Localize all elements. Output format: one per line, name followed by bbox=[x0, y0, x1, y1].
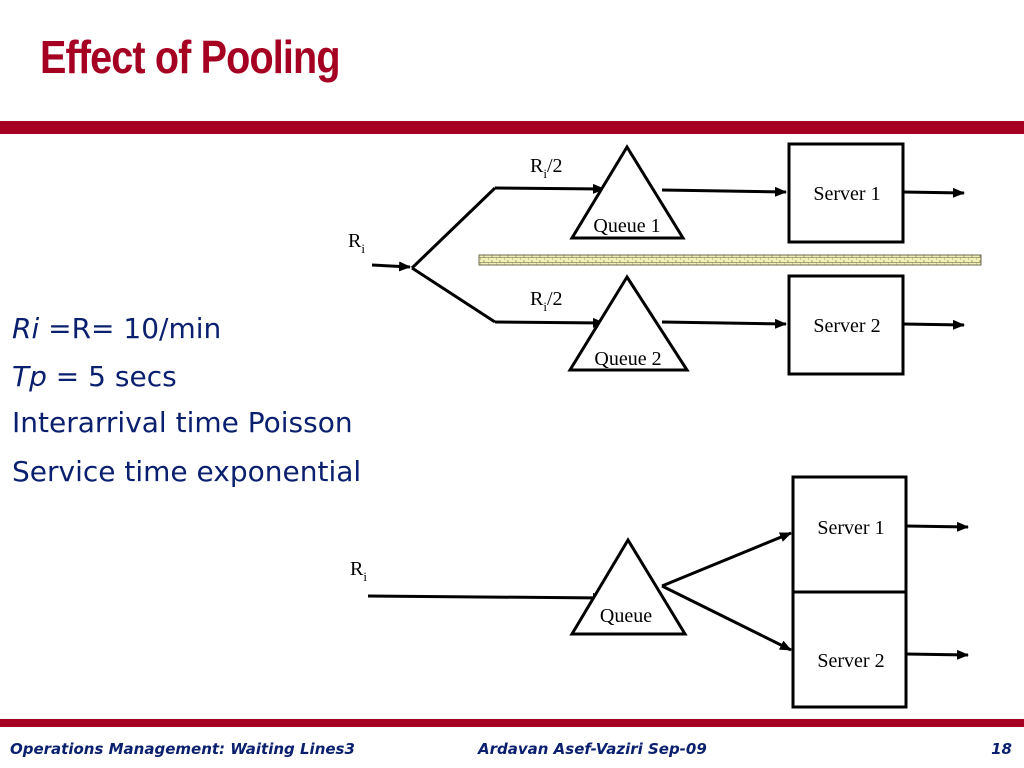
service-time-line: Service time exponential bbox=[12, 455, 362, 488]
queue-to-server1-arrow bbox=[661, 531, 792, 588]
pooled-arrival-label: Ri bbox=[350, 558, 367, 584]
queue1-to-server1-arrow bbox=[661, 186, 787, 197]
queue1-label: Queue 1 bbox=[593, 215, 660, 237]
pooled-arrival-arrow bbox=[367, 592, 605, 603]
server1-exit-arrow bbox=[902, 187, 965, 198]
separate-server1-label: Server 1 bbox=[813, 183, 880, 205]
to-queue2-arrow bbox=[494, 317, 605, 328]
queue-to-server2-arrow bbox=[661, 584, 792, 652]
arrival-rate-symbol: Ri bbox=[12, 312, 40, 345]
separate-server2-label: Server 2 bbox=[813, 315, 880, 337]
arrival-rate-line: Ri =R= 10/min bbox=[12, 312, 221, 345]
pooled-queue-label: Queue bbox=[600, 605, 652, 627]
pooled-server2-label: Server 2 bbox=[817, 650, 884, 672]
footer-page-number: 18 bbox=[991, 740, 1012, 758]
title-divider-bar bbox=[0, 121, 1024, 134]
pooled-queue-diagram bbox=[367, 475, 969, 709]
footer-course: Operations Management: Waiting Lines3 bbox=[10, 740, 355, 758]
queue1-rate-label: Ri/2 bbox=[530, 155, 563, 181]
queue2-label: Queue 2 bbox=[594, 348, 661, 370]
queue2-rate-label: Ri/2 bbox=[530, 288, 563, 314]
footer-author-date: Ardavan Asef-Vaziri Sep-09 bbox=[478, 740, 707, 758]
pooled-server2-exit-arrow bbox=[905, 649, 969, 660]
divider-wall bbox=[478, 254, 982, 266]
processing-time-symbol: Tp bbox=[12, 360, 47, 393]
arrival-rate-value: =R= 10/min bbox=[48, 312, 222, 345]
server2-box bbox=[787, 274, 905, 376]
processing-time-value: = 5 secs bbox=[55, 360, 177, 393]
queue2-to-server2-arrow bbox=[661, 318, 787, 329]
server1-box bbox=[787, 142, 905, 244]
pooled-server1-box bbox=[791, 475, 908, 594]
arrival-arrow bbox=[371, 261, 411, 272]
queue2-triangle bbox=[567, 274, 690, 372]
interarrival-line: Interarrival time Poisson bbox=[12, 406, 353, 439]
split-lower-line bbox=[411, 266, 496, 324]
slide-title: Effect of Pooling bbox=[40, 31, 341, 83]
queue1-triangle bbox=[569, 144, 686, 240]
pooled-server2-box bbox=[791, 590, 908, 709]
to-queue1-arrow bbox=[494, 183, 605, 194]
separate-queues-diagram bbox=[371, 142, 982, 376]
separate-arrival-label: Ri bbox=[348, 230, 365, 256]
server2-exit-arrow bbox=[902, 319, 965, 330]
split-upper-line bbox=[410, 186, 497, 270]
footer-divider-bar bbox=[0, 719, 1024, 727]
pooled-queue-triangle bbox=[569, 537, 688, 636]
processing-time-line: Tp = 5 secs bbox=[12, 360, 177, 393]
pooled-server1-exit-arrow bbox=[905, 521, 969, 532]
pooled-server1-label: Server 1 bbox=[817, 517, 884, 539]
